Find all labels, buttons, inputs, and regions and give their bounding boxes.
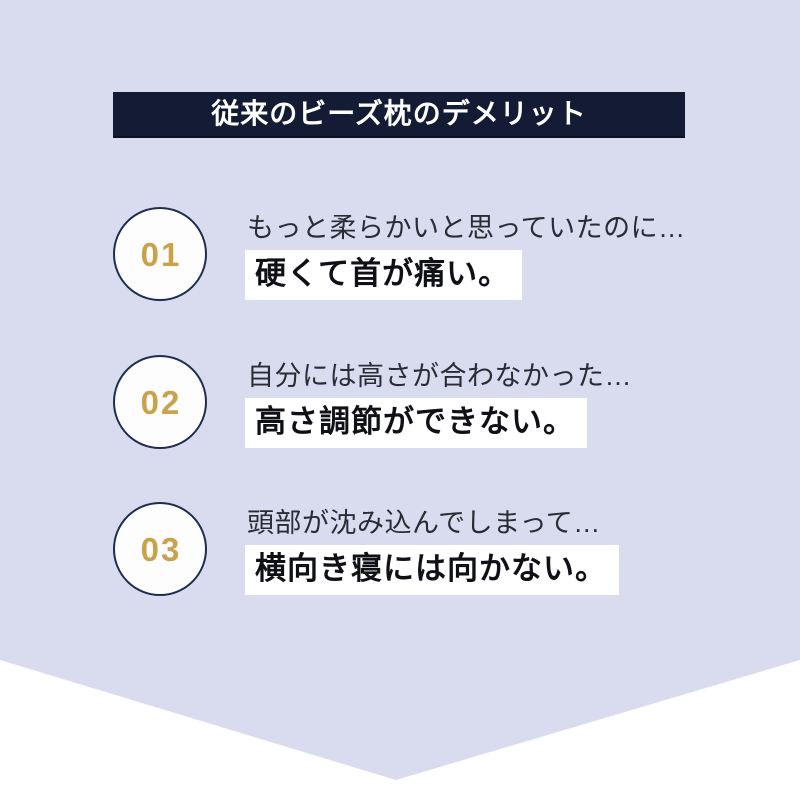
header-title: 従来のビーズ枕のデメリット	[211, 98, 587, 129]
number-circle-2: 02	[113, 355, 207, 449]
item-text-3: 頭部が沈み込んでしまって… 横向き寝には向かない。	[245, 506, 619, 595]
demerit-item-3: 03 頭部が沈み込んでしまって… 横向き寝には向かない。	[113, 502, 733, 602]
item-highlight-text-1: 硬くて首が痛い。	[245, 250, 523, 300]
item-highlight-text-2: 高さ調節ができない。	[245, 398, 587, 448]
item-highlight-text-3: 横向き寝には向かない。	[245, 545, 619, 595]
header-banner: 従来のビーズ枕のデメリット	[113, 92, 685, 138]
number-circle-1: 01	[113, 207, 207, 301]
item-lead-text-2: 自分には高さが合わなかった…	[247, 361, 632, 391]
demerit-item-2: 02 自分には高さが合わなかった… 高さ調節ができない。	[113, 355, 733, 455]
item-number-3: 03	[140, 530, 182, 568]
item-number-2: 02	[140, 383, 182, 421]
item-text-1: もっと柔らかいと思っていたのに… 硬くて首が痛い。	[245, 211, 686, 300]
number-circle-3: 03	[113, 502, 207, 596]
item-number-1: 01	[140, 235, 182, 273]
item-text-2: 自分には高さが合わなかった… 高さ調節ができない。	[245, 359, 632, 448]
item-lead-text-1: もっと柔らかいと思っていたのに…	[247, 213, 686, 243]
demerit-item-1: 01 もっと柔らかいと思っていたのに… 硬くて首が痛い。	[113, 207, 733, 307]
item-lead-text-3: 頭部が沈み込んでしまって…	[247, 508, 601, 538]
